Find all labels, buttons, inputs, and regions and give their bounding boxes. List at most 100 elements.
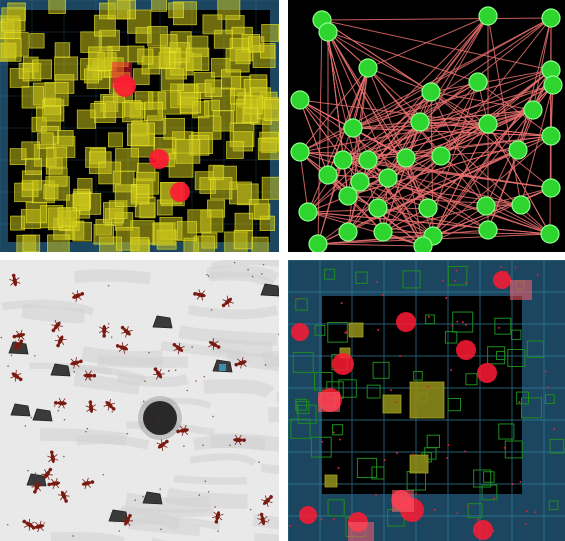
debris-dot: [264, 364, 267, 366]
ant-legs: [73, 357, 78, 369]
green-cell: [444, 331, 458, 344]
particle-dot: [454, 280, 457, 283]
green-cell: [324, 268, 336, 280]
debris-dot: [144, 380, 146, 382]
particle-dot: [376, 280, 379, 283]
debris-dot: [33, 354, 36, 357]
debris-dot: [204, 480, 207, 483]
ant: [193, 289, 206, 301]
yellow-box: [168, 2, 184, 19]
olive-cell: [382, 394, 402, 414]
yellow-box: [115, 148, 139, 172]
green-cell: [424, 447, 437, 460]
olive-cell: [409, 454, 429, 474]
ant-head: [102, 334, 106, 338]
graph-edge: [299, 99, 489, 125]
ant-legs: [161, 439, 163, 451]
ant-head: [18, 377, 23, 382]
red-agent: [149, 149, 169, 169]
ant-head: [80, 292, 85, 296]
yellow-box: [152, 222, 176, 246]
graph-edge: [487, 15, 522, 206]
green-cell: [310, 436, 332, 458]
debris-dot: [10, 354, 13, 357]
green-cell: [356, 457, 378, 479]
sand-ripple: [260, 463, 279, 475]
particle-dot: [518, 400, 521, 403]
debris-dot: [16, 406, 19, 408]
graph-edge: [422, 187, 552, 247]
sand-ripple: [116, 372, 190, 388]
green-cell: [313, 371, 333, 391]
ant-head: [19, 339, 24, 344]
node-graph-panel: [288, 0, 565, 252]
ant-head: [111, 407, 116, 411]
rock: [152, 315, 173, 329]
graph-edge: [432, 135, 552, 237]
yellow-box: [226, 141, 244, 159]
yellow-box: [261, 176, 279, 200]
graph-edge: [299, 151, 309, 213]
particle-dot: [296, 298, 299, 301]
graph-edge: [307, 211, 551, 235]
debris-dot: [258, 461, 260, 463]
ant: [99, 324, 110, 338]
graph-node: [511, 195, 531, 215]
ant-legs: [118, 343, 129, 352]
yellow-box: [257, 137, 279, 160]
debris-dot: [167, 370, 170, 372]
yellow-box: [37, 132, 54, 149]
particle-dot: [553, 428, 556, 431]
yellow-box: [175, 138, 201, 164]
yellow-box: [163, 117, 185, 140]
yellow-box: [217, 0, 241, 20]
debris-dot: [6, 523, 9, 526]
spatial-grid-panel: [288, 260, 565, 541]
red-agent-box: [392, 490, 414, 512]
graph-node: [431, 146, 451, 166]
debris-dot: [72, 535, 74, 537]
debris-dot: [142, 495, 144, 498]
yellow-box: [251, 236, 269, 252]
particle-dot: [419, 512, 422, 515]
ant-legs: [213, 511, 223, 521]
node-graph-canvas: [288, 0, 565, 252]
green-cell: [447, 397, 461, 412]
ant-legs: [52, 477, 58, 490]
particle-dot: [476, 518, 479, 521]
graph-edge: [382, 123, 489, 233]
yellow-box: [103, 95, 126, 118]
graph-node: [508, 140, 528, 160]
graph-edge: [307, 17, 552, 213]
sand-ripple: [67, 366, 147, 383]
graph-edge: [367, 15, 489, 69]
particle-dot: [534, 511, 537, 514]
debris-dot: [88, 378, 91, 380]
graph-node: [478, 114, 498, 134]
red-agent: [456, 340, 476, 360]
particle-dot: [333, 518, 336, 521]
nest-shadow: [138, 396, 182, 440]
ant-head: [48, 467, 53, 472]
graph-node: [368, 198, 388, 218]
green-cell: [296, 400, 310, 414]
particle-dot: [339, 438, 342, 441]
sand-ripple: [261, 350, 279, 369]
sand-ripple: [189, 453, 257, 467]
ant-head: [259, 512, 264, 517]
green-cell: [314, 324, 326, 336]
ant: [103, 398, 116, 411]
green-cell: [290, 418, 311, 439]
ant-head: [47, 482, 52, 487]
ant-head: [22, 519, 27, 524]
debris-dot: [260, 273, 263, 275]
debris-dot: [257, 514, 260, 516]
ant-simulation-panel: [0, 260, 279, 541]
particle-dot: [337, 466, 340, 469]
blue-food-item: [219, 364, 226, 371]
yellow-box: [130, 237, 150, 252]
rock: [10, 403, 31, 417]
debris-dot: [183, 445, 185, 448]
ant: [11, 339, 24, 352]
particle-dot: [511, 483, 514, 486]
